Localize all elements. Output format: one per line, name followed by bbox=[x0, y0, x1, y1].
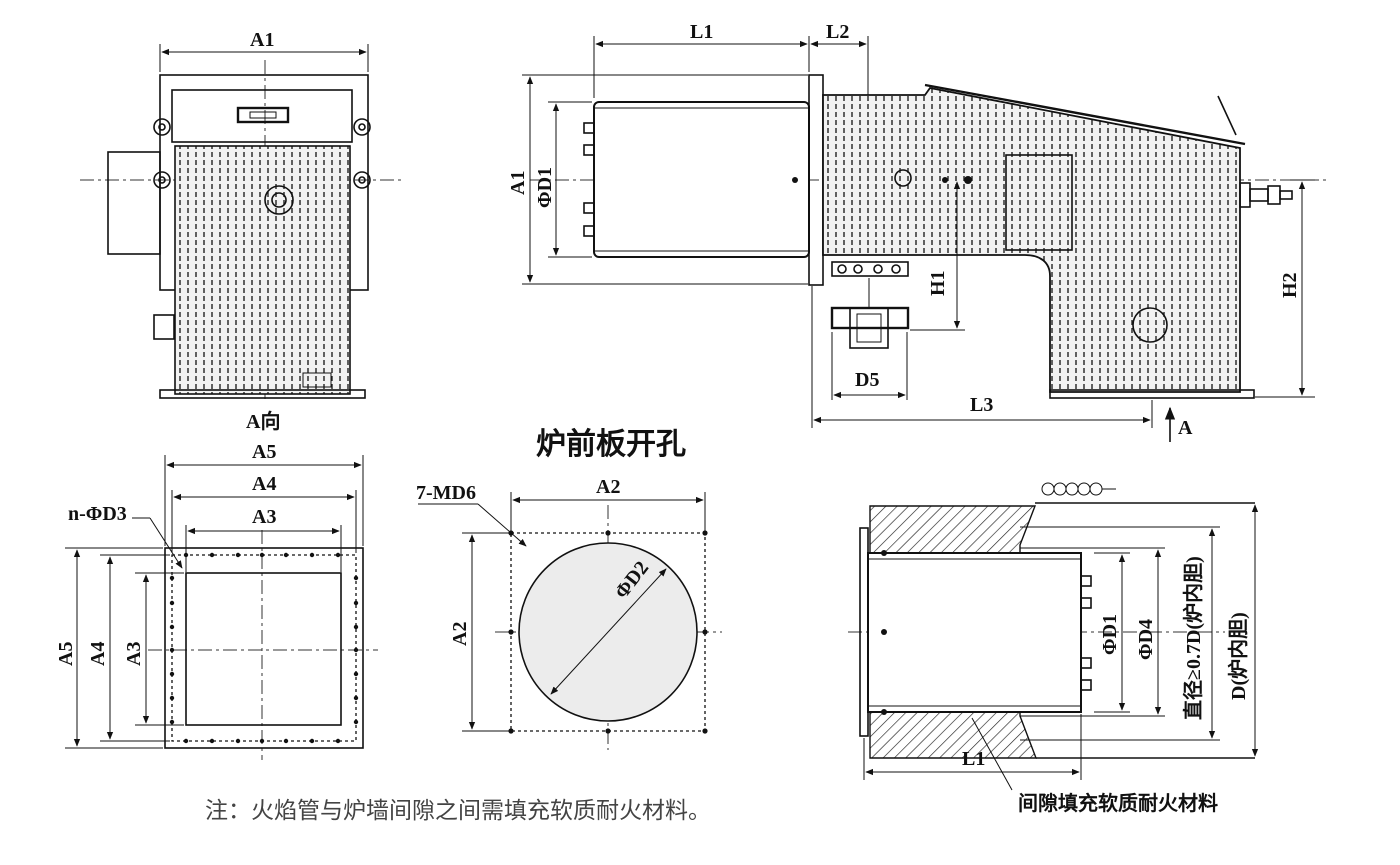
installation-section-view: ΦD1 ΦD4 直径≥0.7D(炉内胆) D(炉内胆) L1 间隙填充软质耐火材… bbox=[848, 482, 1259, 815]
dim-a2-top: A2 bbox=[596, 476, 620, 498]
front-panel-opening-view: 炉前板开孔 ΦD2 A2 7-MD6 A2 bbox=[416, 427, 722, 750]
dim-a2-left: A2 bbox=[449, 622, 471, 646]
dim-d1-side: ΦD1 bbox=[534, 167, 556, 208]
dim-d4-install: ΦD4 bbox=[1135, 619, 1157, 660]
dim-a5-left: A5 bbox=[55, 642, 77, 666]
dim-a3-left: A3 bbox=[123, 642, 145, 666]
view-direction-label: A向 bbox=[246, 409, 280, 433]
dim-h2: H2 bbox=[1279, 272, 1301, 298]
dim-a5-top: A5 bbox=[252, 441, 276, 463]
label-7-md6: 7-MD6 bbox=[416, 482, 476, 504]
dim-d1-install: ΦD1 bbox=[1099, 614, 1121, 655]
footnote: 注：火焰管与炉墙间隙之间需填充软质耐火材料。 bbox=[205, 798, 711, 824]
dim-a3-top: A3 bbox=[252, 506, 276, 528]
dim-a1-side: A1 bbox=[507, 171, 529, 195]
dim-l2-top: L2 bbox=[826, 21, 849, 43]
dim-l1-top: L1 bbox=[690, 21, 713, 43]
flange-bolt-holes bbox=[169, 552, 359, 744]
dim-a4-left: A4 bbox=[87, 642, 109, 666]
front-panel-title: 炉前板开孔 bbox=[536, 427, 686, 462]
dim-a1-top: A1 bbox=[250, 29, 274, 51]
dim-l3: L3 bbox=[970, 394, 993, 416]
dim-d-inner: D(炉内胆) bbox=[1226, 612, 1250, 700]
dim-a4-top: A4 bbox=[252, 473, 276, 495]
dim-l1-bottom: L1 bbox=[962, 748, 985, 770]
view-arrow-a: A bbox=[1178, 417, 1193, 439]
end-view-a: A1 A向 bbox=[80, 29, 405, 433]
dim-d5: D5 bbox=[855, 369, 879, 391]
label-n-d3: n-ΦD3 bbox=[68, 503, 127, 525]
dim-h1: H1 bbox=[927, 270, 949, 296]
gap-fill-label: 间隙填充软质耐火材料 bbox=[1018, 791, 1218, 815]
side-view: L1 L2 A1 ΦD1 H1 H2 D5 L3 A bbox=[507, 21, 1330, 442]
dim-diameter-rule: 直径≥0.7D(炉内胆) bbox=[1181, 556, 1205, 720]
flange-view: A5 A4 A3 n-ΦD3 A5 A4 A3 bbox=[55, 441, 378, 760]
